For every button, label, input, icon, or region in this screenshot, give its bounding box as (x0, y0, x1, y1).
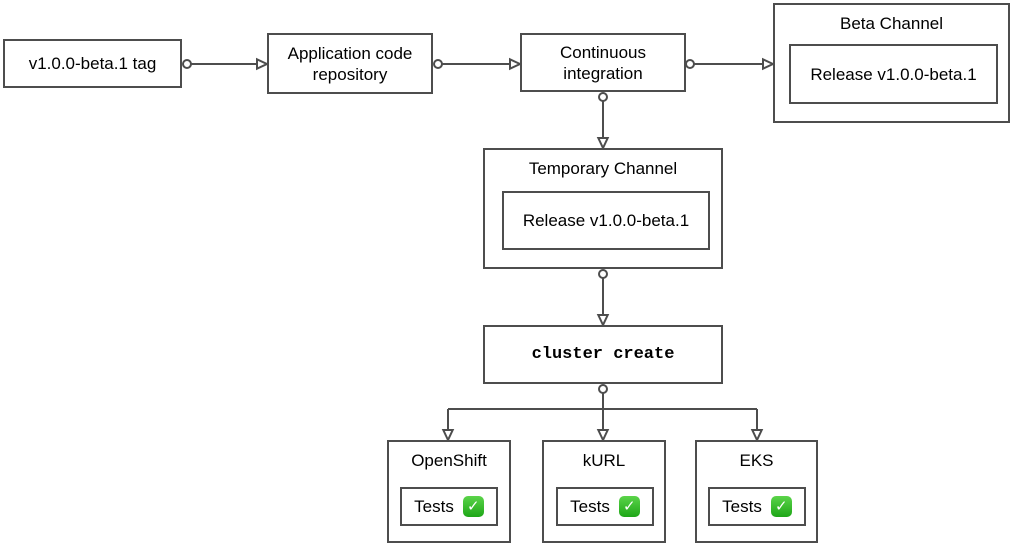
application-code-repository-label: Application code repository (287, 43, 413, 84)
eks-title: EKS (739, 451, 774, 470)
edge-repo-to-ci (433, 57, 523, 71)
beta-channel-release-box: Release v1.0.0-beta.1 (789, 44, 998, 104)
arrowhead-icon (596, 429, 610, 443)
source-port-dot (685, 59, 695, 69)
edge-cluster-create-to-clusters (441, 384, 764, 443)
temporary-channel-title: Temporary Channel (528, 159, 678, 178)
version-tag-label: v1.0.0-beta.1 tag (28, 54, 157, 73)
check-mark-button-icon: ✓ (770, 496, 792, 517)
kurl-tests-box: Tests ✓ (556, 487, 654, 526)
kurl-tests-label: Tests (570, 497, 610, 516)
node-kurl: kURL Tests ✓ (542, 440, 666, 543)
arrowhead-icon (596, 137, 610, 151)
beta-channel-release-label: Release v1.0.0-beta.1 (810, 64, 977, 84)
node-application-code-repository: Application code repository (267, 33, 433, 94)
source-port-dot (433, 59, 443, 69)
source-port-dot (598, 269, 608, 279)
edge-temp-channel-to-cluster-create (596, 269, 610, 328)
openshift-tests-label: Tests (414, 497, 454, 516)
cluster-create-label: cluster create (531, 345, 675, 364)
kurl-title: kURL (582, 451, 626, 470)
temporary-channel-release-label: Release v1.0.0-beta.1 (522, 211, 690, 230)
eks-tests-box: Tests ✓ (708, 487, 806, 526)
source-port-dot (598, 384, 608, 394)
connector-line (447, 393, 758, 430)
source-port-dot (598, 92, 608, 102)
continuous-integration-label: Continuous integration (559, 42, 646, 83)
temporary-channel-release-box: Release v1.0.0-beta.1 (502, 191, 710, 250)
openshift-title: OpenShift (411, 451, 487, 470)
arrowhead-icon (509, 57, 523, 71)
edge-tag-to-repo (182, 57, 270, 71)
node-openshift: OpenShift Tests ✓ (387, 440, 511, 543)
edge-ci-to-temp-channel (596, 92, 610, 151)
check-mark-button-icon: ✓ (618, 496, 640, 517)
arrowhead-icon (441, 429, 455, 443)
arrowhead-icon (256, 57, 270, 71)
node-temporary-channel: Temporary Channel Release v1.0.0-beta.1 (483, 148, 723, 269)
node-version-tag: v1.0.0-beta.1 tag (3, 39, 182, 88)
node-cluster-create-command: cluster create (483, 325, 723, 384)
edge-ci-to-beta-channel (685, 57, 776, 71)
check-mark-button-icon: ✓ (462, 496, 484, 517)
eks-tests-label: Tests (722, 497, 762, 516)
node-eks: EKS Tests ✓ (695, 440, 818, 543)
arrowhead-icon (596, 314, 610, 328)
arrowhead-icon (750, 429, 764, 443)
node-beta-channel: Beta Channel Release v1.0.0-beta.1 (773, 3, 1010, 123)
openshift-tests-box: Tests ✓ (400, 487, 498, 526)
beta-channel-title: Beta Channel (839, 14, 944, 33)
arrowhead-icon (762, 57, 776, 71)
node-continuous-integration: Continuous integration (520, 33, 686, 92)
source-port-dot (182, 59, 192, 69)
